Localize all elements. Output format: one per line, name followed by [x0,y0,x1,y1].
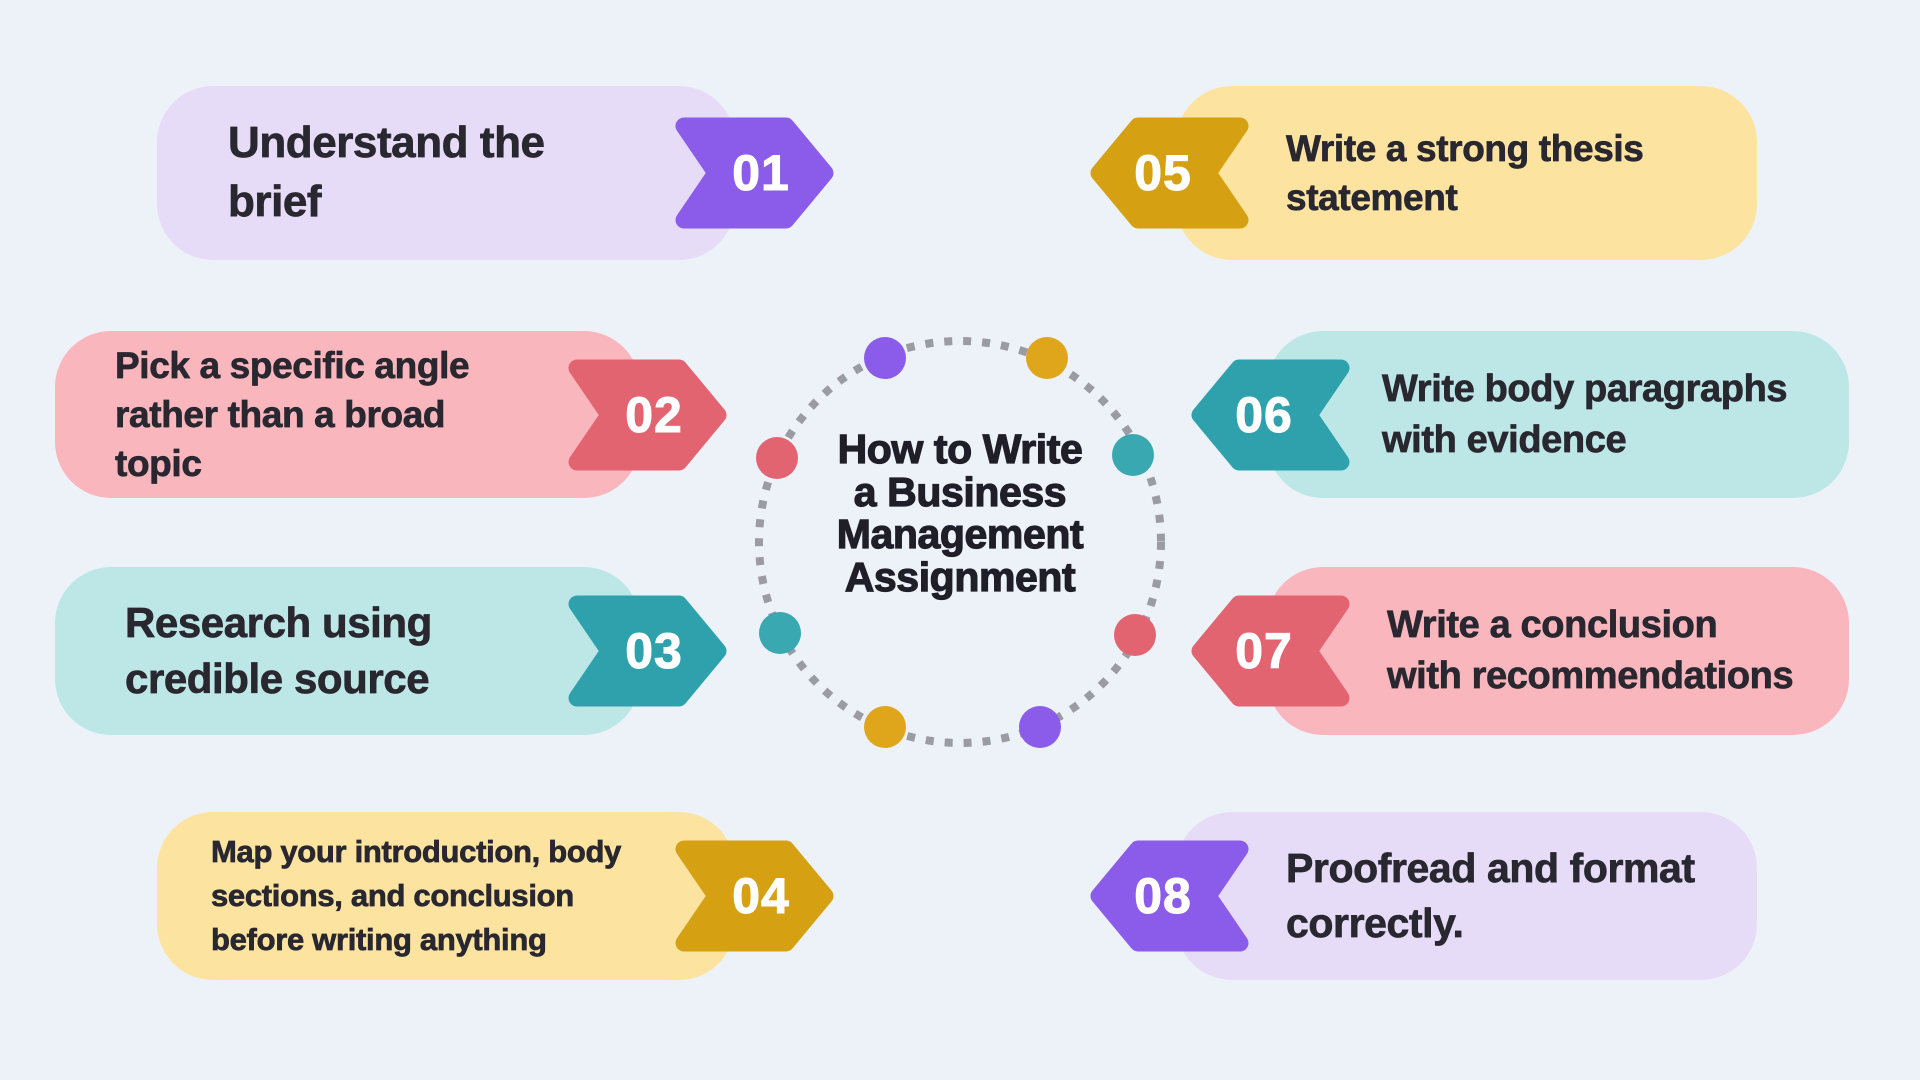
arrow-left-icon [1191,359,1350,470]
step-06-badge: 06 [1191,359,1351,471]
arrow-right-icon [675,117,834,229]
step-08-text: Proofread and format correctly. [1286,845,1696,946]
step-05-text: Write a strong thesis statement [1286,127,1645,218]
arrow-right-icon [675,840,834,952]
step-card-06: Write body paragraphs with evidence 06 [1191,331,1849,498]
step-01-badge: 01 [674,117,834,229]
step-06-number: 06 [1235,386,1293,443]
step-04-text: Map your introduction, body sections, an… [211,833,622,958]
ring-dot-right-lower [1114,614,1156,656]
step-02-text: Pick a specific angle rather than a broa… [115,344,470,485]
arrow-right-icon [568,595,727,707]
step-05-badge: 05 [1090,117,1250,229]
arrow-right-icon [568,359,727,470]
step-05-number: 05 [1134,145,1192,202]
step-card-07: Write a conclusion with recommendations … [1191,567,1849,735]
infographic-title: How to Write a Business Management Assig… [836,426,1084,600]
arrow-left-icon [1090,840,1249,952]
step-card-02: Pick a specific angle rather than a broa… [55,331,727,498]
step-card-03: Research using credible source 03 [55,567,727,735]
arrow-left-icon [1090,117,1249,229]
step-07-number: 07 [1235,623,1293,680]
step-07-text: Write a conclusion with recommendations [1387,604,1794,697]
step-card-01: Understand the brief 01 [157,86,834,260]
step-03-text: Research using credible source [125,599,433,703]
ring-dot-left-lower [759,612,801,654]
step-01-number: 01 [732,145,790,202]
step-03-badge: 03 [567,595,727,707]
ring-dot-bottom-right [1019,706,1061,748]
step-card-05: Write a strong thesis statement 05 [1090,86,1757,260]
step-01-text: Understand the brief [228,118,546,226]
step-02-number: 02 [625,386,683,443]
step-04-badge: 04 [674,840,834,952]
center-circle: How to Write a Business Management Assig… [710,292,1210,792]
ring-dot-top-left [864,337,906,379]
ring-dot-left-upper [756,437,798,479]
step-card-04: Map your introduction, body sections, an… [157,812,834,980]
step-02-badge: 02 [567,359,727,471]
ring-dot-right-upper [1112,434,1154,476]
step-card-08: Proofread and format correctly. 08 [1090,812,1757,980]
step-06-text: Write body paragraphs with evidence [1382,367,1788,461]
dotted-ring-icon [755,337,1165,747]
arrow-left-icon [1191,595,1350,707]
ring-dot-top-right [1026,337,1068,379]
ring-dot-bottom-left [864,706,906,748]
step-03-number: 03 [625,623,683,680]
step-04-number: 04 [732,868,790,925]
step-08-badge: 08 [1090,840,1250,952]
step-07-badge: 07 [1191,595,1351,707]
step-08-number: 08 [1134,868,1192,925]
